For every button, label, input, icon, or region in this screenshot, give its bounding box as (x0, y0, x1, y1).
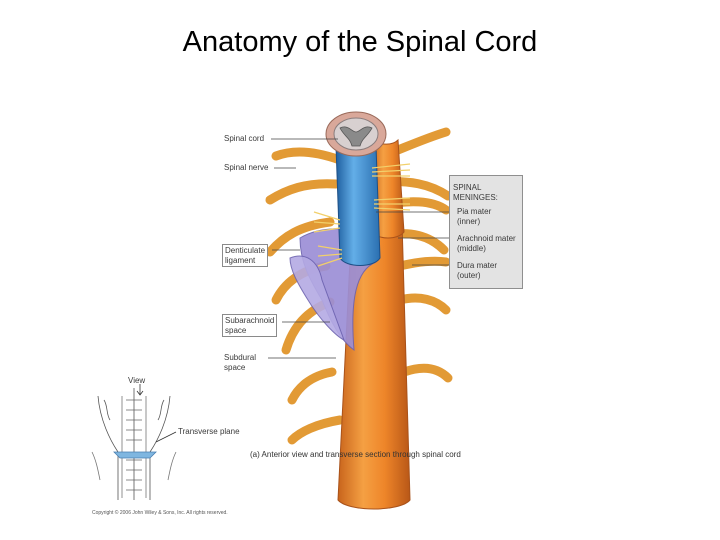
orientation-figure (91, 384, 177, 500)
nerve-left-6 (287, 367, 337, 405)
nerve-left-1 (271, 147, 345, 165)
figure-caption: (a) Anterior view and transverse section… (250, 450, 461, 459)
meninges-box (449, 175, 523, 289)
label-dura-mater: Dura mater (outer) (457, 261, 498, 280)
label-denticulate-ligament: Denticulate ligament (222, 244, 269, 267)
slide-title: Anatomy of the Spinal Cord (182, 26, 538, 58)
label-pia-mater: Pia mater (inner) (457, 207, 492, 226)
label-spinal-cord: Spinal cord (224, 134, 265, 143)
transverse-section (325, 111, 387, 157)
label-view: View (128, 376, 146, 385)
arachnoid-mater-fold (289, 255, 345, 342)
nerve-rootlets (313, 163, 411, 267)
label-subdural-space: Subdural space (224, 353, 257, 372)
grey-matter (339, 126, 373, 147)
nerve-right-6 (395, 293, 451, 315)
nerve-left-7 (287, 415, 345, 445)
nerve-right-7 (399, 363, 453, 383)
nerve-left-2 (265, 179, 341, 205)
label-transverse-plane: Transverse plane (178, 427, 240, 436)
copyright-notice: Copyright © 2006 John Wiley & Sons, Inc.… (92, 510, 228, 516)
label-arachnoid-mater: Arachnoid mater (middle) (457, 234, 516, 253)
label-subarachnoid-space: Subarachnoid space (222, 314, 278, 337)
pia-mater-cord (335, 144, 381, 266)
leader-lines (268, 138, 456, 359)
label-spinal-meninges: SPINAL MENINGES: (453, 183, 498, 202)
view-arrow (136, 384, 144, 396)
nerve-left-3 (265, 217, 335, 257)
label-spinal-nerve: Spinal nerve (224, 163, 269, 172)
transverse-plane-marker (113, 451, 157, 459)
